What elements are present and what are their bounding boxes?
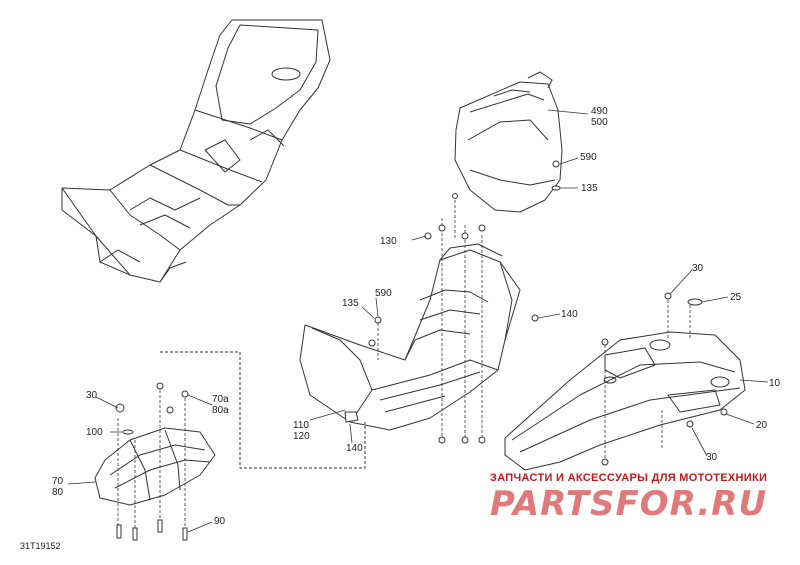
callout-140-right: 140 bbox=[561, 309, 578, 320]
watermark-logo: PARTSFOR.RU bbox=[490, 484, 768, 524]
callout-135-fender: 135 bbox=[581, 183, 598, 194]
fasteners bbox=[115, 160, 728, 541]
watermark-tagline: ЗАПЧАСТИ И АКСЕССУАРЫ ДЛЯ МОТОТЕХНИКИ bbox=[490, 472, 768, 484]
callout-20: 20 bbox=[756, 420, 768, 431]
callout-30-left: 30 bbox=[86, 390, 98, 401]
leader-lines bbox=[67, 109, 769, 533]
callout-120: 120 bbox=[293, 431, 310, 442]
reference-outline bbox=[160, 351, 366, 469]
callout-110: 110 bbox=[293, 420, 309, 431]
rear-body-frame bbox=[61, 19, 331, 283]
callout-70a: 70a bbox=[212, 394, 229, 405]
fastener-guides bbox=[117, 200, 691, 530]
callout-140-bottom: 140 bbox=[346, 443, 363, 454]
callout-100: 100 bbox=[86, 427, 103, 438]
callout-30-top: 30 bbox=[692, 263, 704, 274]
callout-135-footwell: 135 bbox=[342, 298, 359, 309]
callout-80: 80 bbox=[52, 487, 64, 498]
callout-130: 130 bbox=[380, 236, 397, 247]
callout-70: 70 bbox=[52, 476, 64, 487]
callout-10: 10 bbox=[769, 378, 781, 389]
callout-500: 500 bbox=[591, 117, 608, 128]
figure-id: 31T19152 bbox=[20, 541, 61, 551]
callout-25: 25 bbox=[730, 292, 742, 303]
callout-80a: 80a bbox=[212, 405, 229, 416]
footwell-center bbox=[299, 243, 521, 431]
footrest-plate-left bbox=[94, 427, 216, 506]
callout-30-bottom: 30 bbox=[706, 452, 718, 463]
callout-590-fender: 590 bbox=[580, 152, 597, 163]
callout-490: 490 bbox=[591, 106, 608, 117]
front-fender-right bbox=[454, 71, 563, 213]
callout-90: 90 bbox=[214, 516, 226, 527]
running-board-right bbox=[504, 331, 746, 471]
callout-590-footwell: 590 bbox=[375, 288, 392, 299]
